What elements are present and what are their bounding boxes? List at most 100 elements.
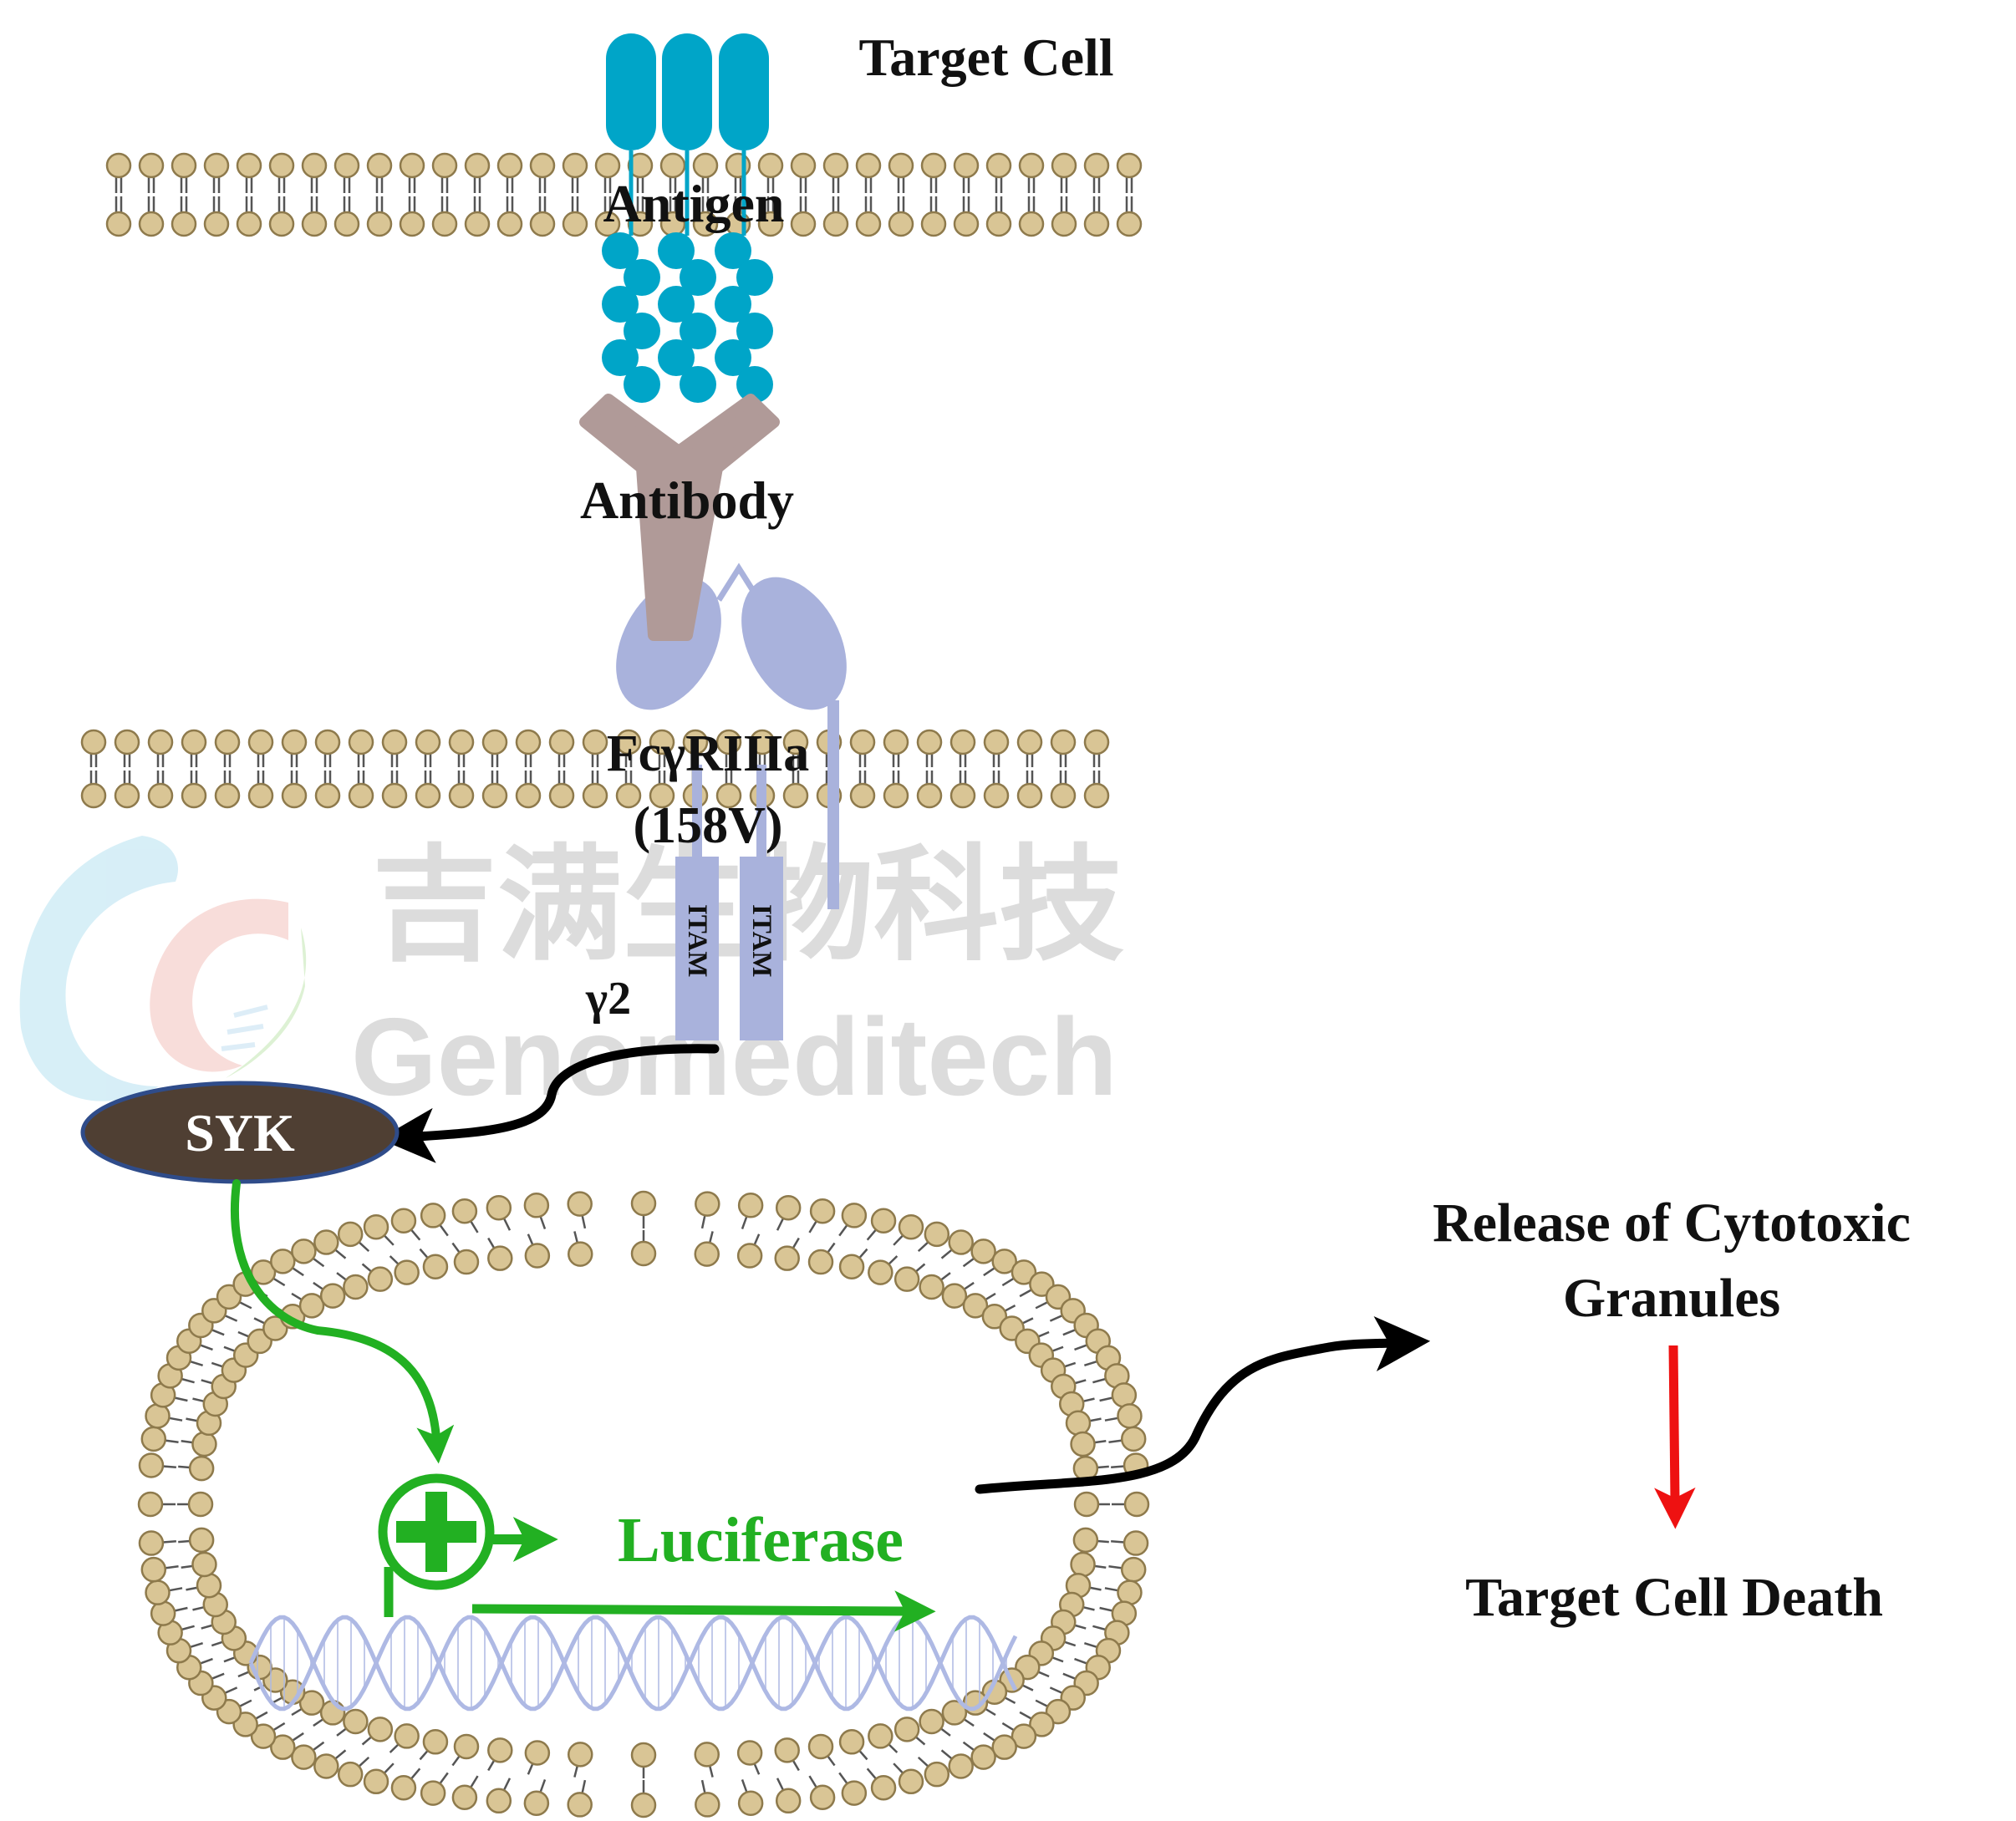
lipid-tail bbox=[439, 1772, 449, 1784]
lipid-head bbox=[150, 1600, 176, 1626]
lipid-tail bbox=[502, 1218, 512, 1231]
lipid-tail bbox=[1004, 1696, 1016, 1705]
lipid-head bbox=[268, 152, 295, 179]
lipid-head bbox=[105, 152, 132, 179]
lipid-tail bbox=[708, 1765, 714, 1778]
lipid-head bbox=[1050, 729, 1077, 755]
lipid-head bbox=[841, 1780, 868, 1806]
lipid-tail bbox=[893, 1234, 904, 1246]
lipid-tail bbox=[917, 1241, 929, 1253]
lipid-head bbox=[659, 152, 686, 179]
lipid-tail bbox=[292, 1732, 304, 1742]
lipid-tail bbox=[224, 1314, 238, 1322]
lipid-head bbox=[694, 1241, 720, 1267]
lipid-tail bbox=[893, 1763, 904, 1774]
lipid-head bbox=[615, 782, 642, 809]
lipid-head bbox=[348, 729, 374, 755]
antigen-capsule bbox=[662, 33, 712, 150]
lipid-tail bbox=[1049, 1314, 1063, 1322]
lipid-head bbox=[431, 211, 458, 237]
transcription-arrow bbox=[471, 1590, 936, 1632]
lipid-tail bbox=[410, 1228, 421, 1241]
lipid-tail bbox=[291, 1292, 303, 1301]
lipid-tail bbox=[1104, 1587, 1118, 1592]
lipid-tail bbox=[539, 1216, 547, 1229]
lipid-head bbox=[567, 1792, 593, 1818]
lipid-tail bbox=[962, 1741, 975, 1752]
lipid-tail bbox=[940, 1249, 953, 1259]
lipid-head bbox=[529, 211, 556, 237]
lipid-tail bbox=[470, 1220, 479, 1233]
lipid-tail bbox=[272, 1722, 286, 1732]
lipid-head bbox=[390, 1774, 417, 1801]
target-cell-membrane bbox=[105, 152, 1143, 237]
lipid-tail bbox=[1083, 1641, 1098, 1649]
lipid-head bbox=[214, 729, 241, 755]
lipid-head bbox=[649, 782, 675, 809]
lipid-tail bbox=[487, 1759, 496, 1772]
lipid-tail bbox=[211, 1361, 223, 1368]
lipid-tail bbox=[272, 1277, 286, 1287]
lipid-tail bbox=[336, 1727, 347, 1737]
lipid-tail bbox=[1019, 1289, 1032, 1298]
lipid-head bbox=[807, 1733, 834, 1760]
lipid-tail bbox=[336, 1272, 347, 1281]
lipid-head bbox=[1050, 782, 1077, 809]
lipid-tail bbox=[237, 1330, 250, 1338]
lipid-head bbox=[855, 152, 882, 179]
lipid-head bbox=[757, 211, 784, 237]
lipid-tail bbox=[1021, 1317, 1034, 1325]
lipid-head bbox=[319, 1700, 346, 1726]
antigen-bead bbox=[624, 313, 660, 349]
lipid-head bbox=[529, 152, 556, 179]
lipid-head bbox=[948, 1753, 974, 1779]
lipid-head bbox=[298, 1690, 325, 1716]
lipid-head bbox=[775, 1788, 802, 1814]
lipid-head bbox=[1117, 1579, 1143, 1605]
lipid-head bbox=[1111, 1382, 1138, 1408]
antigen-bead bbox=[624, 259, 660, 296]
lipid-head bbox=[496, 211, 523, 237]
lipid-tail bbox=[700, 1215, 706, 1229]
lipid-tail bbox=[1064, 1361, 1077, 1368]
lipid-tail bbox=[201, 1379, 213, 1385]
syk-kinase: SYK bbox=[80, 1081, 400, 1184]
lipid-tail bbox=[312, 1741, 325, 1752]
lipid-head bbox=[481, 729, 508, 755]
antibody bbox=[579, 394, 780, 641]
lipid-tail bbox=[838, 1772, 848, 1784]
lipid-head bbox=[953, 211, 980, 237]
lipid-head bbox=[822, 211, 849, 237]
lipid-tail bbox=[1092, 1377, 1107, 1384]
lipid-head bbox=[562, 152, 588, 179]
lipid-tail bbox=[410, 1768, 421, 1780]
lipid-head bbox=[363, 1768, 389, 1795]
lipid-head bbox=[615, 729, 642, 755]
lipid-tail bbox=[1108, 1439, 1123, 1444]
lipid-head bbox=[649, 729, 675, 755]
lipid-head bbox=[1117, 1403, 1143, 1429]
antigen-bead bbox=[736, 313, 773, 349]
lipid-head bbox=[919, 1708, 944, 1735]
lipid-head bbox=[868, 1259, 893, 1285]
lipid-head bbox=[893, 1717, 920, 1742]
lipid-head bbox=[394, 1723, 420, 1749]
lipid-tail bbox=[708, 1231, 714, 1244]
lipid-tail bbox=[419, 1750, 429, 1761]
lipid-head bbox=[367, 1266, 394, 1292]
lipid-head bbox=[464, 152, 491, 179]
lipid-tail bbox=[201, 1624, 213, 1630]
lipid-head bbox=[431, 152, 458, 179]
lipid-head bbox=[314, 782, 341, 809]
plus-icon-v bbox=[425, 1492, 447, 1572]
lipid-head bbox=[367, 1717, 394, 1742]
lipid-head bbox=[582, 782, 608, 809]
lipid-head bbox=[381, 782, 408, 809]
lipid-tail bbox=[1004, 1304, 1016, 1312]
lipid-head bbox=[145, 1579, 171, 1605]
lipid-head bbox=[481, 782, 508, 809]
lipid-head bbox=[1073, 1491, 1100, 1518]
lipid-head bbox=[524, 1243, 551, 1269]
antigen-bead bbox=[715, 339, 751, 376]
lipid-head bbox=[1116, 211, 1143, 237]
